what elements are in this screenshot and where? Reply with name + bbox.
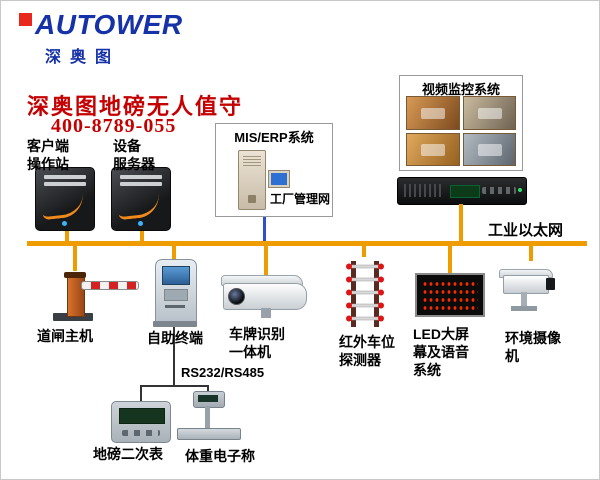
label-lpr-camera: 车牌识别 一体机 <box>229 326 285 361</box>
scale-display <box>198 395 218 402</box>
led-screen-icon <box>415 273 485 317</box>
led-dot-matrix <box>422 280 478 310</box>
mis-erp-title: MIS/ERP系统 <box>234 130 314 145</box>
client-pc-tower-icon <box>35 167 95 231</box>
cctv-bracket-arm <box>521 292 527 308</box>
label-weighbridge-meter: 地磅二次表 <box>93 446 163 462</box>
drive-slot-icon <box>120 182 162 186</box>
logo: AUTOWER 深奥图 <box>19 11 183 67</box>
scene-highlight <box>421 144 446 156</box>
dvr-buttons <box>482 187 516 194</box>
power-led-icon <box>138 221 143 226</box>
connector-bus-to-led <box>448 246 452 273</box>
kiosk-printer-slot <box>165 305 185 308</box>
connector-mis-to-bus <box>263 217 266 241</box>
kiosk-screen <box>162 266 190 285</box>
label-barrier-gate: 道闸主机 <box>37 328 93 344</box>
dvr-display <box>450 185 480 198</box>
logo-brand-text: AUTOWER <box>35 9 183 40</box>
meter-display <box>119 408 165 424</box>
connector-client-to-bus <box>65 231 69 241</box>
drive-slot-icon <box>120 175 162 179</box>
camera-thumbnail-icon <box>462 132 516 166</box>
dvr-led-icon <box>518 188 522 192</box>
camera-thumbnail-icon <box>462 96 516 130</box>
ethernet-bus-line <box>27 241 587 246</box>
scale-pole <box>205 406 210 428</box>
kiosk-icon <box>153 259 197 327</box>
connector-bus-to-cctv <box>529 246 533 261</box>
scene-highlight <box>421 107 446 120</box>
label-serial-bus: RS232/RS485 <box>181 365 265 380</box>
connector-server-to-bus <box>140 231 144 241</box>
server-pc-tower-icon <box>111 167 171 231</box>
infrared-detector-icon <box>337 257 393 333</box>
monitor-screen <box>271 173 287 185</box>
headline-title: 深奥图地磅无人值守 <box>27 94 244 119</box>
barrier-cap <box>64 272 86 278</box>
label-led-screen: LED大屏 幕及语音 系统 <box>413 326 469 379</box>
mis-erp-box: MIS/ERP系统 工厂管理网 <box>215 123 333 217</box>
label-cctv-camera: 环境摄像 机 <box>505 330 561 365</box>
video-box-title: 视频监控系统 <box>421 82 500 97</box>
camera-mount <box>261 308 271 318</box>
logo-row: AUTOWER <box>19 11 183 39</box>
meter-buttons <box>122 430 160 436</box>
label-electronic-scale: 体重电子称 <box>185 448 255 464</box>
electronic-scale-icon <box>177 391 241 443</box>
connector-dvr-to-bus <box>459 204 463 241</box>
scale-platform <box>177 428 241 440</box>
connector-kiosk-serial <box>173 327 175 385</box>
label-kiosk: 自助终端 <box>147 330 203 346</box>
weighbridge-meter-icon <box>111 401 171 443</box>
barrier-base <box>53 313 93 321</box>
video-surveillance-box: 视频监控系统 <box>399 75 523 171</box>
connector-bus-to-infrared <box>362 246 366 257</box>
cctv-bracket-base <box>511 306 537 311</box>
drive-slot-icon <box>44 175 86 179</box>
connector-to-meter <box>140 385 142 401</box>
barrier-gate-icon <box>45 269 139 323</box>
drive-slot-icon <box>44 182 86 186</box>
camera-thumbnail-icon <box>406 132 460 166</box>
kiosk-base <box>153 321 197 327</box>
dvr-icon <box>397 177 527 205</box>
scene-highlight <box>477 144 502 156</box>
scene-highlight <box>477 107 502 120</box>
mis-server-icon <box>238 150 266 210</box>
connector-bus-to-barrier <box>73 246 77 271</box>
camera-thumbnail-icon <box>406 96 460 130</box>
label-infrared-detector: 红外车位 探测器 <box>339 334 395 369</box>
camera-lens-icon <box>228 288 245 305</box>
dvr-vent <box>404 184 442 197</box>
server-vent <box>243 156 261 168</box>
tower-accent-swoosh <box>116 192 162 221</box>
logo-brand-chinese: 深奥图 <box>45 49 121 66</box>
cctv-camera-icon <box>499 261 563 327</box>
serial-branch-line <box>140 385 209 387</box>
camera-wall <box>406 96 516 166</box>
label-factory-network: 工厂管理网 <box>270 192 331 206</box>
headline-phone: 400-8789-055 <box>51 115 177 137</box>
logo-red-square-icon <box>19 13 32 26</box>
mis-monitor-icon <box>268 170 290 188</box>
connector-to-scale <box>207 385 209 391</box>
server-badge <box>248 195 256 203</box>
connector-bus-to-lpr <box>264 246 268 275</box>
cctv-lens-icon <box>546 278 555 290</box>
label-industrial-ethernet: 工业以太网 <box>488 222 564 239</box>
tower-accent-swoosh <box>40 192 86 221</box>
kiosk-keypad <box>164 289 188 301</box>
label-device-server: 设备 服务器 <box>113 138 155 173</box>
label-client-station: 客户端 操作站 <box>27 138 69 173</box>
infrared-ladder-graphic <box>346 261 384 327</box>
power-led-icon <box>62 221 67 226</box>
barrier-arm <box>81 281 139 290</box>
lpr-camera-icon <box>219 275 313 321</box>
connector-bus-to-kiosk <box>172 246 176 259</box>
